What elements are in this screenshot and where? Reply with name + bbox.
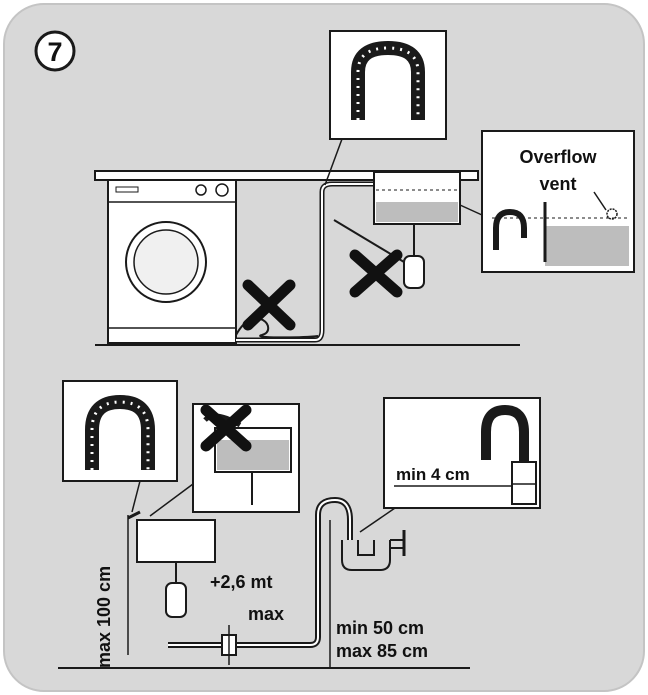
extension-length-label: +2,6 mt bbox=[210, 572, 273, 592]
hose-in-sink-callout bbox=[149, 403, 300, 517]
min-4cm-callout: min 4 cm bbox=[359, 397, 541, 533]
hose-guide-callout-left bbox=[62, 380, 178, 513]
step-number-badge: 7 bbox=[34, 30, 76, 72]
standpipe-trap bbox=[341, 530, 406, 571]
min-4cm-label: min 4 cm bbox=[396, 465, 470, 484]
overflow-vent-callout: Overflow vent bbox=[459, 130, 635, 273]
sink-bottom bbox=[127, 510, 216, 618]
min-50cm-label: min 50 cm bbox=[336, 618, 424, 638]
hose-guide-callout-top bbox=[324, 30, 447, 186]
countertop bbox=[94, 170, 479, 181]
step-number: 7 bbox=[47, 37, 62, 67]
max-85cm-label: max 85 cm bbox=[336, 641, 428, 661]
cross-mark-floor-hose bbox=[242, 279, 296, 331]
extension-max-label: max bbox=[248, 604, 284, 624]
washing-machine bbox=[107, 179, 237, 344]
cross-mark-siphon bbox=[349, 249, 403, 298]
kitchen-sink-top bbox=[333, 171, 461, 289]
overflow-label: Overflow bbox=[519, 147, 597, 167]
vent-label-text: vent bbox=[539, 174, 576, 194]
cross-mark-in-sink bbox=[200, 404, 252, 452]
max-100cm-label: max 100 cm bbox=[94, 566, 114, 668]
